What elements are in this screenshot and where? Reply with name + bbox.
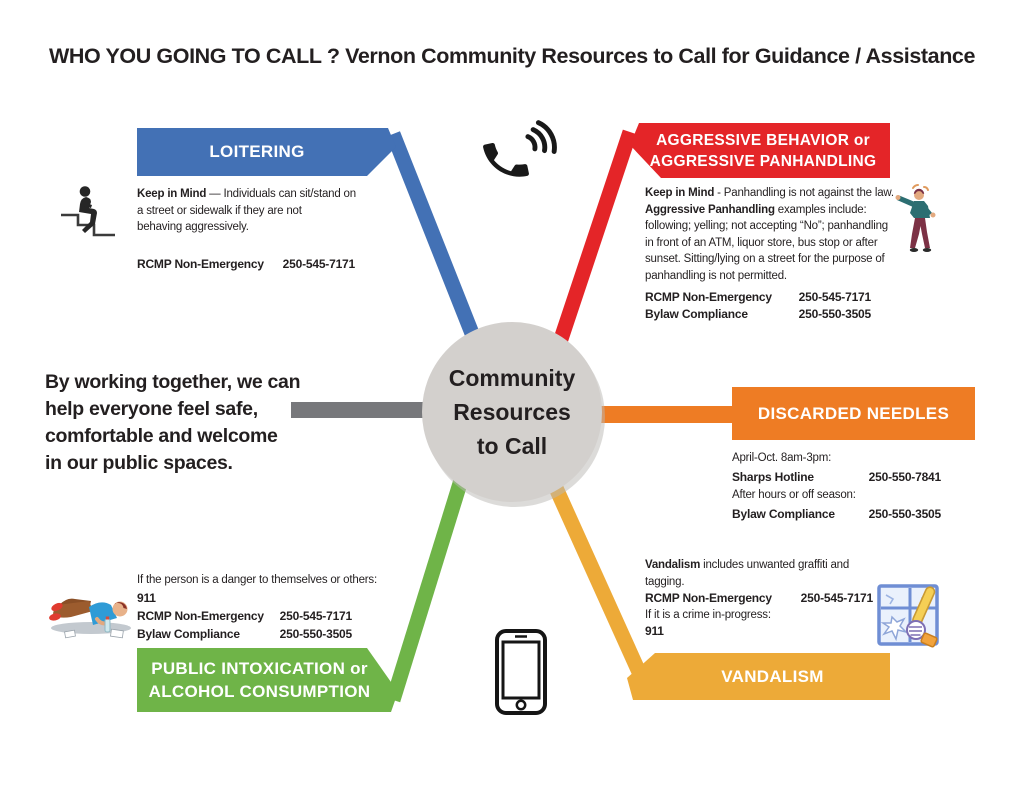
needles-after-line: After hours or off season: bbox=[732, 489, 856, 501]
intox-spoke bbox=[385, 474, 470, 703]
vandalism-banner bbox=[627, 653, 890, 700]
intox-banner-label: PUBLIC INTOXICATION or ALCOHOL CONSUMPTI… bbox=[148, 659, 371, 701]
contact-row: RCMP Non-Emergency 250-545-7171 bbox=[137, 256, 355, 273]
contact-row: Bylaw Compliance 250-550-3505 bbox=[137, 625, 352, 643]
intro-spoke bbox=[291, 402, 443, 418]
contact-row: RCMP Non-Emergency 250-545-7171 bbox=[137, 607, 352, 625]
broken-window-bat-icon bbox=[877, 584, 939, 648]
contact-phone: 250-550-3505 bbox=[868, 506, 942, 521]
needles-spoke bbox=[598, 406, 738, 423]
intoxicated-person-lying-icon bbox=[49, 598, 131, 639]
loitering-banner-label: LOITERING bbox=[209, 142, 305, 161]
aggressive-keep-text: - Panhandling is not against the law. bbox=[714, 187, 894, 199]
contact-phone: 250-550-7841 bbox=[868, 469, 942, 484]
aggressive-examples-text: examples include: following; yelling; no… bbox=[645, 203, 888, 282]
aggressive-body: Keep in Mind - Panhandling is not agains… bbox=[645, 185, 901, 284]
smartphone-icon bbox=[495, 629, 547, 715]
needles-body: April-Oct. 8am-3pm: Sharps Hotline 250-5… bbox=[732, 449, 941, 523]
contact-label: RCMP Non-Emergency bbox=[137, 257, 264, 271]
vandalism-banner-label: VANDALISM bbox=[721, 666, 824, 686]
contact-phone: 250-545-7171 bbox=[800, 591, 874, 605]
needles-season-line: April-Oct. 8am-3pm: bbox=[732, 452, 832, 464]
contact-row: Sharps Hotline 250-550-7841 bbox=[732, 468, 941, 487]
hub-label: Community Resources to Call bbox=[448, 365, 576, 459]
vandalism-spoke bbox=[544, 473, 655, 696]
loitering-banner bbox=[137, 128, 396, 176]
hub-circle bbox=[422, 322, 602, 502]
contact-label: Bylaw Compliance bbox=[137, 627, 240, 641]
vandalism-def-bold: Vandalism bbox=[645, 559, 701, 571]
contact-row: Bylaw Compliance 250-550-3505 bbox=[645, 306, 871, 323]
page-title: WHO YOU GOING TO CALL ? Vernon Community… bbox=[48, 44, 976, 68]
aggressive-banner-label: AGGRESSIVE BEHAVIOR or AGGRESSIVE PANHAN… bbox=[649, 131, 877, 170]
contact-label: Bylaw Compliance bbox=[732, 506, 835, 521]
needles-banner bbox=[732, 387, 975, 440]
aggressive-banner bbox=[630, 123, 890, 178]
aggressive-spoke bbox=[550, 129, 638, 351]
contact-label: RCMP Non-Emergency bbox=[645, 591, 772, 605]
contact-label: Bylaw Compliance bbox=[645, 306, 748, 321]
contact-phone: 250-545-7171 bbox=[282, 257, 356, 271]
contact-phone: 250-550-3505 bbox=[798, 306, 872, 321]
intox-danger-line: If the person is a danger to themselves … bbox=[137, 574, 377, 586]
intox-body: If the person is a danger to themselves … bbox=[137, 571, 377, 643]
aggressive-keep-in-mind: Keep in Mind bbox=[645, 187, 715, 199]
contact-label: Sharps Hotline bbox=[732, 469, 814, 484]
aggressive-person-icon bbox=[895, 184, 936, 252]
needles-banner-label: DISCARDED NEEDLES bbox=[757, 403, 950, 423]
contact-phone: 250-545-7171 bbox=[279, 609, 353, 623]
intox-emergency-number: 911 bbox=[137, 591, 156, 605]
loitering-spoke bbox=[386, 131, 484, 349]
intro-paragraph: By working together, we can help everyon… bbox=[45, 371, 301, 474]
contact-label: RCMP Non-Emergency bbox=[645, 290, 772, 304]
contact-row: Bylaw Compliance 250-550-3505 bbox=[732, 505, 941, 524]
person-sitting-on-steps-icon bbox=[61, 186, 115, 237]
contact-phone: 250-545-7171 bbox=[798, 290, 872, 304]
vandalism-body: Vandalism includes unwanted graffiti and… bbox=[645, 557, 885, 640]
contact-row: RCMP Non-Emergency 250-545-7171 bbox=[645, 289, 871, 306]
aggressive-examples-bold: Aggressive Panhandling bbox=[645, 203, 775, 216]
intox-banner bbox=[137, 648, 398, 712]
contact-row: RCMP Non-Emergency 250-545-7171 bbox=[645, 590, 873, 607]
loitering-keep-text: — Individuals can sit/stand on a street … bbox=[137, 188, 356, 233]
vandalism-emergency-number: 911 bbox=[645, 624, 664, 638]
vandalism-def-text: includes unwanted graffiti and tagging. bbox=[645, 559, 850, 588]
contact-label: RCMP Non-Emergency bbox=[137, 609, 264, 623]
vandalism-crime-line: If it is a crime in-progress: bbox=[645, 608, 771, 621]
loitering-keep-in-mind: Keep in Mind bbox=[137, 188, 207, 200]
vandalism-definition: Vandalism includes unwanted graffiti and… bbox=[645, 557, 885, 590]
contact-phone: 250-550-3505 bbox=[279, 627, 353, 641]
phone-handset-icon bbox=[483, 120, 557, 177]
loitering-body: Keep in Mind — Individuals can sit/stand… bbox=[137, 186, 377, 236]
aggressive-contacts: RCMP Non-Emergency 250-545-7171 Bylaw Co… bbox=[645, 289, 871, 322]
